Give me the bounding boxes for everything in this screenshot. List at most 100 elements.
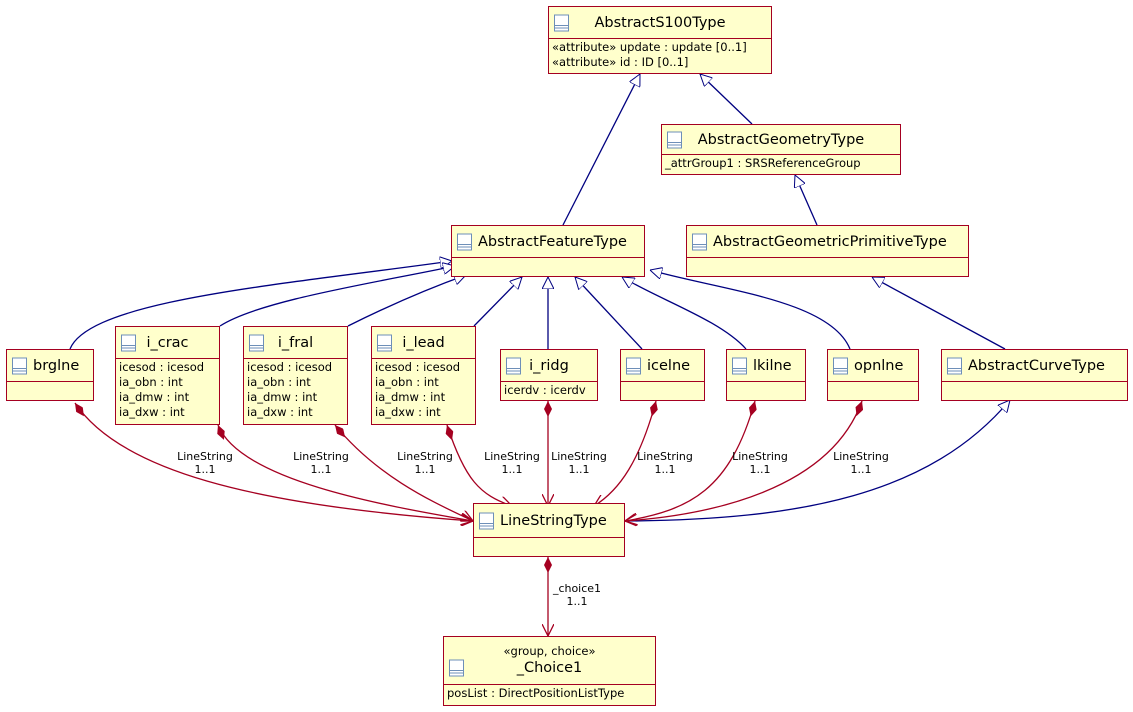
role-name: LineString	[484, 450, 540, 463]
class-i-fral[interactable]: i_fral icesod : icesod ia_obn : int ia_d…	[243, 326, 348, 425]
role-name: LineString	[637, 450, 693, 463]
class-choice1[interactable]: «group, choice» _Choice1 posList : Direc…	[443, 636, 656, 706]
class-line-string-type[interactable]: LineStringType	[473, 503, 625, 557]
attribute-compartment: posList : DirectPositionListType	[444, 685, 655, 701]
role-label-i-fral: LineString 1..1	[397, 450, 453, 476]
role-name: LineString	[551, 450, 607, 463]
class-i-crac[interactable]: i_crac icesod : icesod ia_obn : int ia_d…	[115, 326, 220, 425]
attribute: «attribute» update : update [0..1]	[552, 40, 747, 54]
attribute: ia_obn : int	[119, 375, 183, 389]
class-header: brglne	[7, 350, 93, 382]
class-icon	[249, 334, 264, 351]
role-label-i-crac: LineString 1..1	[293, 450, 349, 476]
class-icon	[12, 357, 27, 374]
class-name: LineStringType	[500, 512, 607, 529]
class-name: lkilne	[753, 357, 792, 374]
class-header: AbstractFeatureType	[452, 226, 644, 258]
multiplicity: 1..1	[501, 463, 523, 476]
generalization-geometricprimitive-to-geometrytype	[795, 175, 818, 226]
class-icelne[interactable]: icelne	[620, 349, 705, 401]
generalization-icrac-to-featuretype	[219, 266, 455, 327]
role-name: LineString	[732, 450, 788, 463]
class-icon	[479, 512, 494, 529]
class-abstract-feature-type[interactable]: AbstractFeatureType	[451, 225, 645, 277]
attribute: ia_dxw : int	[247, 405, 313, 419]
class-name: i_crac	[146, 334, 189, 351]
attribute-compartment: icerdv : icerdv	[501, 382, 597, 398]
generalization-curvetype-to-geometricprimitive	[872, 276, 1006, 350]
role-label-icelne: LineString 1..1	[637, 450, 693, 476]
class-name: AbstractGeometryType	[697, 131, 865, 148]
class-icon	[667, 131, 682, 148]
multiplicity: 1..1	[310, 463, 332, 476]
attribute: ia_dmw : int	[247, 390, 318, 404]
role-label-i-lead: LineString 1..1	[484, 450, 540, 476]
generalization-ilead-to-featuretype	[473, 277, 522, 327]
attribute: ia_dxw : int	[375, 405, 441, 419]
class-name: AbstractGeometricPrimitiveType	[713, 233, 947, 250]
class-lkilne[interactable]: lkilne	[726, 349, 806, 401]
role-name: LineString	[293, 450, 349, 463]
class-abstract-geometry-type[interactable]: AbstractGeometryType _attrGroup1 : SRSRe…	[661, 124, 901, 175]
attribute: ia_obn : int	[375, 375, 439, 389]
class-stereotype: «group, choice»	[503, 643, 596, 658]
class-name: icelne	[647, 357, 691, 374]
multiplicity: 1..1	[654, 463, 676, 476]
class-name: AbstractCurveType	[968, 357, 1105, 374]
class-header: i_fral	[244, 327, 347, 359]
generalization-icelne-to-featuretype	[575, 277, 643, 350]
class-abstract-geometric-primitive-type[interactable]: AbstractGeometricPrimitiveType	[686, 225, 969, 277]
class-i-ridg[interactable]: i_ridg icerdv : icerdv	[500, 349, 598, 401]
class-header: icelne	[621, 350, 704, 382]
generalization-opnlne-to-featuretype	[650, 270, 851, 350]
role-label-i-ridg: LineString 1..1	[551, 450, 607, 476]
attribute: icesod : icesod	[247, 360, 333, 374]
class-icon	[833, 357, 848, 374]
class-abstract-s100-type[interactable]: AbstractS100Type «attribute» update : up…	[548, 6, 772, 74]
class-opnlne[interactable]: opnlne	[827, 349, 919, 401]
class-icon	[506, 357, 521, 374]
class-icon	[449, 659, 464, 677]
attribute: ia_dmw : int	[375, 390, 446, 404]
class-name: opnlne	[854, 357, 904, 374]
attribute-compartment: _attrGroup1 : SRSReferenceGroup	[662, 155, 900, 171]
class-icon	[377, 334, 392, 351]
class-name: i_fral	[277, 334, 314, 351]
attribute: icesod : icesod	[119, 360, 205, 374]
class-icon	[121, 334, 136, 351]
multiplicity: 1..1	[568, 463, 590, 476]
class-i-lead[interactable]: i_lead icesod : icesod ia_obn : int ia_d…	[371, 326, 476, 425]
class-brglne[interactable]: brglne	[6, 349, 94, 401]
role-label-opnlne: LineString 1..1	[833, 450, 889, 476]
class-icon	[554, 14, 569, 31]
class-header: AbstractGeometryType	[662, 125, 900, 155]
attribute: posList : DirectPositionListType	[447, 686, 625, 700]
attribute: ia_dxw : int	[119, 405, 185, 419]
generalization-lkilne-to-featuretype	[622, 277, 747, 350]
attribute: _attrGroup1 : SRSReferenceGroup	[665, 156, 861, 170]
multiplicity: 1..1	[566, 595, 588, 608]
class-name: _Choice1	[516, 659, 583, 676]
multiplicity: 1..1	[414, 463, 436, 476]
class-header: i_ridg	[501, 350, 597, 382]
attribute-compartment: «attribute» update : update [0..1] «attr…	[549, 39, 771, 70]
class-header: AbstractGeometricPrimitiveType	[687, 226, 968, 258]
class-header: lkilne	[727, 350, 805, 382]
generalization-featuretype-to-s100type	[562, 74, 641, 226]
multiplicity: 1..1	[850, 463, 872, 476]
class-header: opnlne	[828, 350, 918, 382]
role-name: LineString	[833, 450, 889, 463]
class-name: AbstractS100Type	[594, 14, 726, 31]
class-name: AbstractFeatureType	[478, 233, 627, 250]
class-abstract-curve-type[interactable]: AbstractCurveType	[941, 349, 1128, 401]
class-header: AbstractS100Type	[549, 7, 771, 39]
role-name: LineString	[397, 450, 453, 463]
role-name: _choice1	[552, 582, 602, 595]
attribute: icesod : icesod	[375, 360, 461, 374]
class-icon	[626, 357, 641, 374]
attribute: ia_dmw : int	[119, 390, 190, 404]
generalization-geometrytype-to-s100type	[700, 74, 753, 125]
class-icon	[457, 233, 472, 250]
generalization-ifral-to-featuretype	[347, 275, 466, 327]
attribute-compartment: icesod : icesod ia_obn : int ia_dmw : in…	[116, 359, 219, 420]
